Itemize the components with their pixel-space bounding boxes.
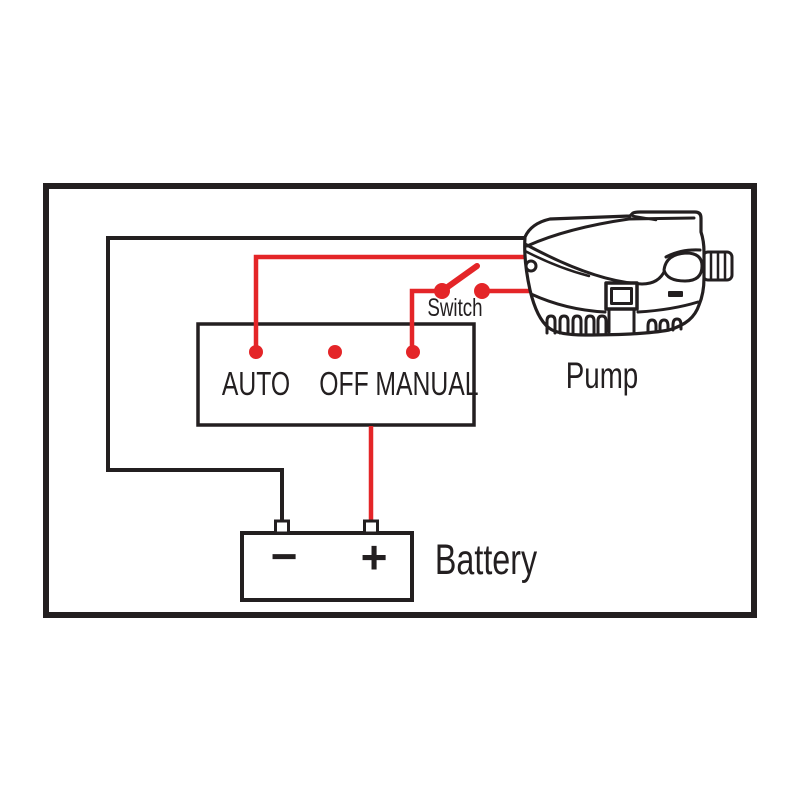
auto-terminal-dot [249, 345, 263, 359]
pump-base-seam-right [636, 300, 700, 314]
pump-illustration [523, 210, 734, 337]
pump-hose-barb-ribs [709, 251, 727, 281]
auto-wire [253, 254, 530, 352]
pump-strainer-slots-right [646, 317, 683, 334]
manual-terminal-dot [406, 345, 420, 359]
pump-dash-detail [668, 291, 683, 297]
battery-box [240, 531, 414, 602]
switch-panel-box [196, 322, 476, 427]
pump-float-square-inner [610, 287, 633, 305]
pump-base-seam-left [529, 292, 607, 314]
battery-positive-terminal [363, 519, 379, 535]
label-pump: Pump [565, 355, 639, 396]
battery-minus-symbol: − [270, 530, 298, 582]
manual-wire [409, 288, 444, 352]
pump-outlet-cone [664, 248, 702, 259]
pump-wire-nipple [524, 259, 538, 273]
pump-lid-notch [631, 214, 658, 222]
negative-wire [106, 236, 535, 524]
switch-contact-dot-left [434, 283, 450, 299]
pump-seam-sweep-inner [523, 249, 591, 278]
pump-rim-line [525, 216, 696, 248]
battery-negative-terminal [274, 519, 290, 535]
pump-strainer-slots-left [545, 314, 608, 335]
battery-plus-symbol: + [360, 531, 388, 583]
label-battery: Battery [434, 536, 538, 584]
label-switch: Switch [427, 294, 483, 322]
label-manual: MANUAL [375, 365, 479, 402]
diagram-border [43, 183, 757, 618]
pump-outlet-oval [662, 251, 704, 283]
label-off: OFF [319, 365, 369, 402]
label-auto: AUTO [221, 365, 291, 402]
switch-contact-dot-right [474, 283, 490, 299]
pump-body [523, 210, 706, 337]
off-terminal-dot [328, 345, 342, 359]
pump-float-post [607, 307, 636, 334]
